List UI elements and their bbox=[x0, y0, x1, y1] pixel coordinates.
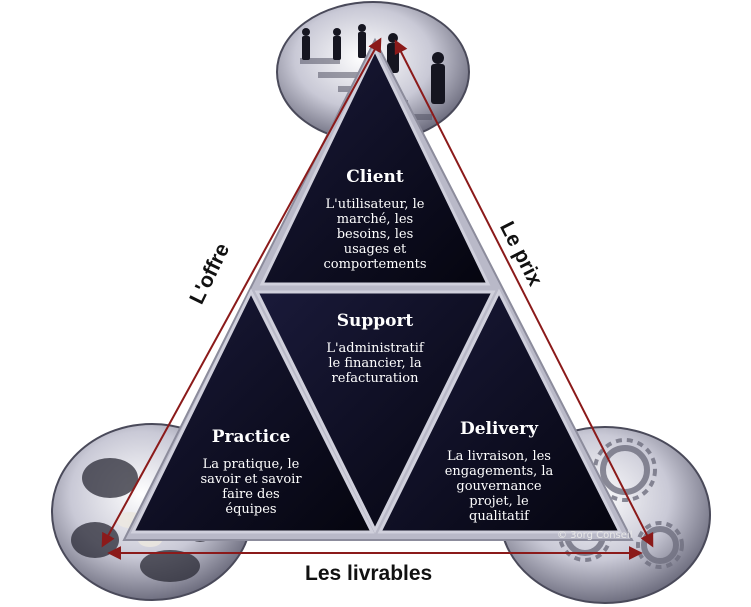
delivery-description: La livraison, les engagements, la gouver… bbox=[424, 449, 574, 524]
bottom-edge-label: Les livrables bbox=[305, 562, 433, 585]
practice-line: La pratique, le bbox=[202, 457, 300, 472]
client-line: besoins, les bbox=[336, 227, 414, 242]
support-label: Support L'administratif le financier, la… bbox=[300, 311, 450, 386]
client-line: usages et bbox=[343, 242, 407, 257]
support-line: le financier, la bbox=[328, 356, 422, 371]
client-description: L'utilisateur, le marché, les besoins, l… bbox=[300, 197, 450, 272]
support-title: Support bbox=[336, 311, 414, 331]
client-title: Client bbox=[346, 167, 404, 187]
client-label: Client L'utilisateur, le marché, les bes… bbox=[300, 167, 450, 272]
practice-title: Practice bbox=[211, 427, 291, 447]
delivery-line: engagements, la bbox=[444, 464, 554, 479]
delivery-line: projet, le bbox=[469, 494, 529, 509]
practice-description: La pratique, le savoir et savoir faire d… bbox=[176, 457, 326, 517]
support-description: L'administratif le financier, la refactu… bbox=[300, 341, 450, 386]
practice-line: faire des bbox=[222, 487, 280, 502]
practice-label: Practice La pratique, le savoir et savoi… bbox=[176, 427, 326, 517]
client-line: comportements bbox=[323, 257, 427, 272]
client-line: marché, les bbox=[336, 212, 414, 227]
delivery-label: Delivery La livraison, les engagements, … bbox=[424, 419, 574, 524]
delivery-title: Delivery bbox=[459, 419, 538, 439]
support-line: refacturation bbox=[331, 371, 419, 386]
edge-arrows bbox=[101, 37, 654, 560]
right-edge-arrow bbox=[394, 39, 654, 548]
practice-line: équipes bbox=[225, 502, 277, 517]
support-line: L'administratif bbox=[326, 341, 424, 356]
client-line: L'utilisateur, le bbox=[325, 197, 425, 212]
left-edge-arrow bbox=[101, 37, 382, 548]
delivery-line: La livraison, les bbox=[447, 449, 551, 464]
copyright-text: © 3org Conseil bbox=[557, 530, 633, 541]
practice-line: savoir et savoir bbox=[200, 472, 302, 487]
delivery-line: qualitatif bbox=[469, 509, 529, 524]
delivery-line: gouvernance bbox=[456, 479, 542, 494]
